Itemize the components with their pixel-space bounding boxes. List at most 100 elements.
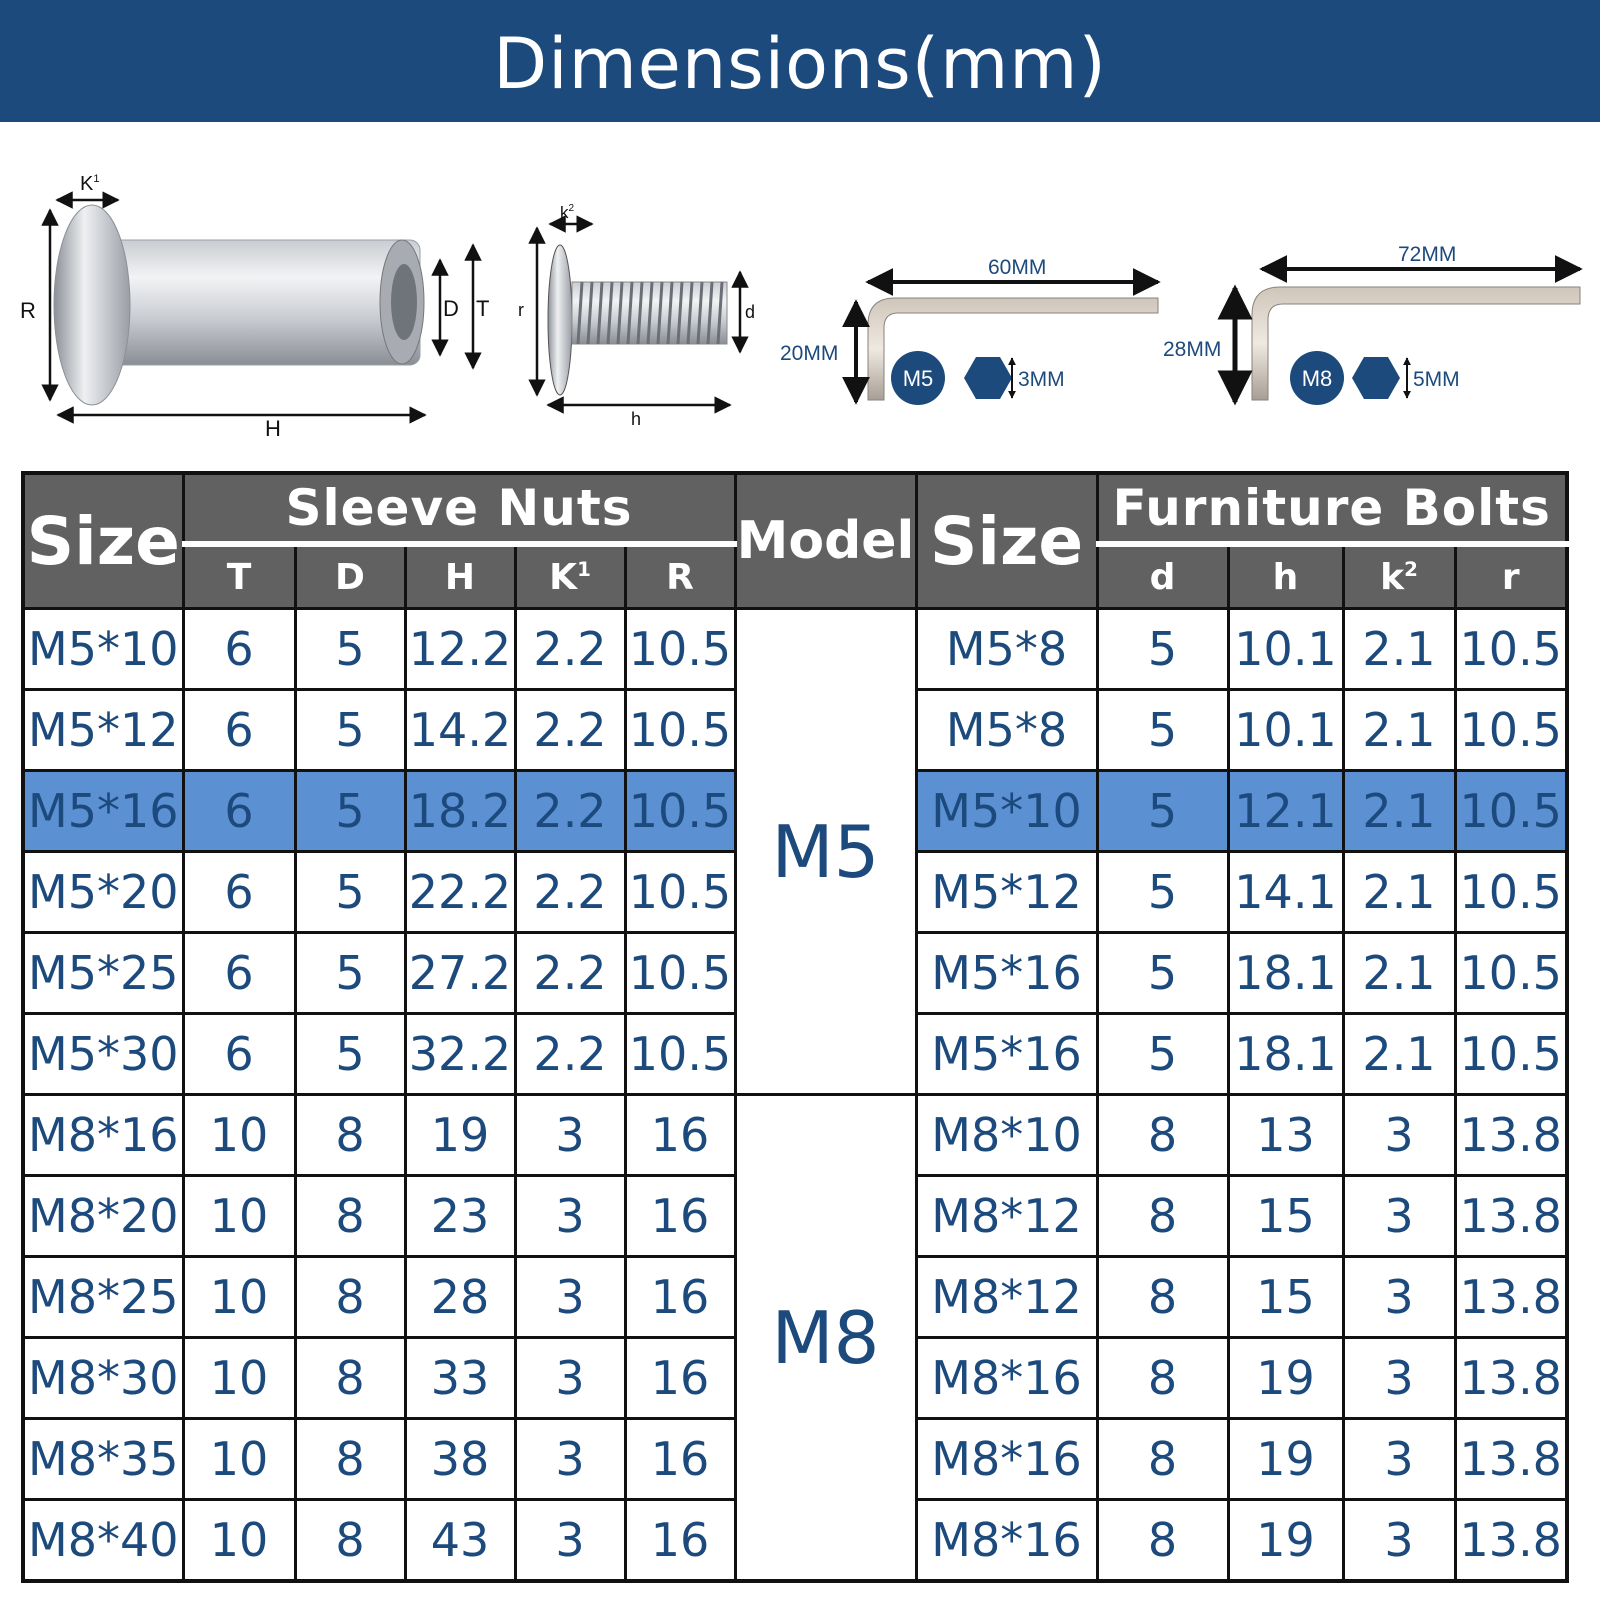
nut-value-cell: 22.2 [403, 850, 517, 934]
nut-value-cell: 10 [181, 1417, 297, 1501]
nut-value-cell: 10 [181, 1255, 297, 1339]
nut-value-cell: 33 [403, 1336, 517, 1420]
nut-value-cell: 32.2 [403, 1012, 517, 1096]
bolt-value-cell: 15 [1226, 1174, 1345, 1258]
nut-value-cell: 10.5 [623, 688, 737, 772]
wrench-m5-length: 60MM [988, 256, 1046, 279]
bolt-value-cell: 13.8 [1453, 1498, 1569, 1583]
bolt-value-cell: 5 [1095, 769, 1230, 853]
bolt-col-header-h: h [1226, 542, 1345, 610]
hex-m8-icon [1352, 357, 1400, 399]
bolt-value-cell: 10.5 [1453, 931, 1569, 1015]
bolt-size-cell: M5*12 [914, 850, 1099, 934]
nut-value-cell: 28 [403, 1255, 517, 1339]
nut-value-cell: 23 [403, 1174, 517, 1258]
nut-size-cell: M5*25 [21, 931, 185, 1015]
nut-value-cell: 2.2 [513, 607, 627, 691]
nut-value-cell: 2.2 [513, 1012, 627, 1096]
nut-value-cell: 43 [403, 1498, 517, 1583]
nut-value-cell: 16 [623, 1336, 737, 1420]
bolt-value-cell: 5 [1095, 850, 1230, 934]
bolt-value-cell: 10.5 [1453, 850, 1569, 934]
bolt-value-cell: 18.1 [1226, 931, 1345, 1015]
nut-size-cell: M8*20 [21, 1174, 185, 1258]
nut-value-cell: 10.5 [623, 769, 737, 853]
nut-value-cell: 2.2 [513, 688, 627, 772]
nut-value-cell: 16 [623, 1498, 737, 1583]
nut-size-cell: M5*30 [21, 1012, 185, 1096]
dimensions-table: Size Sleeve Nuts Model Size Furniture Bo… [21, 471, 1569, 1583]
bolt-value-cell: 2.1 [1341, 607, 1457, 691]
nut-value-cell: 5 [293, 688, 407, 772]
bolt-size-cell: M8*10 [914, 1093, 1099, 1177]
bolt-value-cell: 13.8 [1453, 1255, 1569, 1339]
bolt-value-cell: 5 [1095, 931, 1230, 1015]
bolt-value-cell: 19 [1226, 1498, 1345, 1583]
label-d-small: d [745, 302, 755, 322]
nut-col-header-k1: K1 [513, 542, 627, 610]
label-r-small: r [518, 300, 524, 320]
bolt-value-cell: 2.1 [1341, 931, 1457, 1015]
bolt-value-cell: 8 [1095, 1498, 1230, 1583]
nut-size-cell: M5*16 [21, 769, 185, 853]
size-header-bolts: Size [914, 471, 1099, 610]
nut-value-cell: 19 [403, 1093, 517, 1177]
nut-value-cell: 3 [513, 1336, 627, 1420]
nut-value-cell: 6 [181, 850, 297, 934]
nut-value-cell: 16 [623, 1174, 737, 1258]
bolt-value-cell: 8 [1095, 1336, 1230, 1420]
bolt-value-cell: 15 [1226, 1255, 1345, 1339]
bolt-value-cell: 19 [1226, 1336, 1345, 1420]
nut-value-cell: 5 [293, 1012, 407, 1096]
nut-value-cell: 3 [513, 1255, 627, 1339]
nut-value-cell: 3 [513, 1498, 627, 1583]
nut-value-cell: 14.2 [403, 688, 517, 772]
bolt-value-cell: 14.1 [1226, 850, 1345, 934]
bolt-value-cell: 8 [1095, 1417, 1230, 1501]
nut-col-header-t: T [181, 542, 297, 610]
wrench-m8-height: 28MM [1163, 338, 1221, 361]
bolt-value-cell: 10.5 [1453, 1012, 1569, 1096]
bolt-size-cell: M5*8 [914, 607, 1099, 691]
nut-value-cell: 10 [181, 1174, 297, 1258]
furniture-bolts-header: Furniture Bolts [1095, 471, 1569, 547]
label-h: H [265, 416, 281, 441]
bolt-value-cell: 8 [1095, 1255, 1230, 1339]
bolt-value-cell: 3 [1341, 1417, 1457, 1501]
nut-value-cell: 8 [293, 1498, 407, 1583]
page-title: Dimensions(mm) [493, 23, 1107, 105]
nut-value-cell: 16 [623, 1255, 737, 1339]
nut-value-cell: 8 [293, 1174, 407, 1258]
bolt-value-cell: 13.8 [1453, 1093, 1569, 1177]
nut-value-cell: 12.2 [403, 607, 517, 691]
wrench-m5-height: 20MM [780, 342, 838, 365]
nut-value-cell: 6 [181, 688, 297, 772]
nut-value-cell: 6 [181, 1012, 297, 1096]
nut-size-cell: M5*20 [21, 850, 185, 934]
model-header: Model [733, 471, 918, 610]
bolt-value-cell: 13 [1226, 1093, 1345, 1177]
nut-value-cell: 10.5 [623, 607, 737, 691]
nut-value-cell: 10.5 [623, 931, 737, 1015]
bolt-size-cell: M8*12 [914, 1174, 1099, 1258]
furniture-bolt-figure: k2 r d h [518, 203, 755, 429]
nut-value-cell: 5 [293, 931, 407, 1015]
nut-value-cell: 10 [181, 1093, 297, 1177]
nut-col-header-d: D [293, 542, 407, 610]
dimension-diagram: K1 R D T H k2 r d h 60MM 20MM [20, 173, 1583, 441]
nut-value-cell: 5 [293, 850, 407, 934]
label-k1: K1 [80, 173, 99, 195]
bolt-value-cell: 8 [1095, 1093, 1230, 1177]
nut-value-cell: 8 [293, 1093, 407, 1177]
nut-size-cell: M8*40 [21, 1498, 185, 1583]
bolt-col-header-d: d [1095, 542, 1230, 610]
bolt-value-cell: 2.1 [1341, 1012, 1457, 1096]
wrench-m5-hex: 3MM [1018, 368, 1065, 391]
bolt-value-cell: 5 [1095, 1012, 1230, 1096]
nut-value-cell: 6 [181, 931, 297, 1015]
